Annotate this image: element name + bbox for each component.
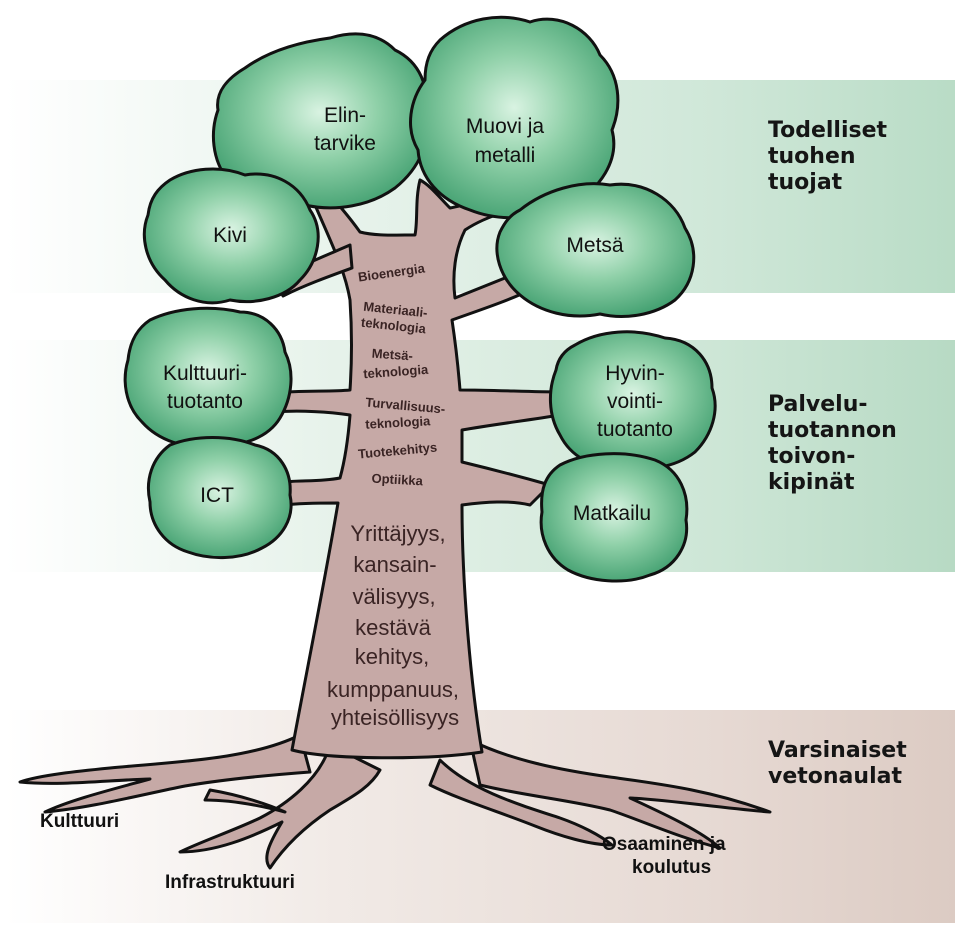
trunk-line-5: kehitys, — [355, 644, 430, 669]
crown-label-kivi: Kivi — [213, 224, 247, 247]
crown-kivi: Kivi — [142, 167, 320, 305]
crown-elintarvike: Elin- tarvike — [211, 32, 429, 210]
crown-metsa: Metsä — [495, 182, 696, 318]
trunk-line-7: yhteisöllisyys — [331, 705, 459, 730]
crown-ict: ICT — [146, 436, 293, 560]
label-turvallisuus-2: teknologia — [365, 413, 431, 431]
crown-label-ict: ICT — [200, 484, 234, 507]
root-label-infrastruktuuri: Infrastruktuuri — [165, 872, 295, 893]
band-label-middle: Palvelu- tuotannon toivon- kipinät — [768, 392, 897, 495]
label-optiikka: Optiikka — [371, 471, 424, 489]
trunk-labels: Bioenergia Materiaali- teknologia Metsä-… — [357, 260, 446, 488]
crown-label-kulttuuri: Kulttuuri- — [163, 362, 247, 385]
crown-matkailu: Matkailu — [539, 452, 689, 583]
crown-label-elintarvike-2: tarvike — [314, 132, 376, 155]
trunk-line-2: kansain- — [353, 552, 436, 577]
crown-label-muovi-2: metalli — [475, 144, 536, 167]
root-labels: Kulttuuri Infrastruktuuri Osaaminen ja k… — [40, 811, 726, 893]
crowns: Elin- tarvike Muovi ja metalli Kivi Mets… — [123, 15, 717, 583]
trunk-line-1: Yrittäjyys, — [350, 521, 445, 546]
crown-label-elintarvike: Elin- — [324, 104, 366, 127]
root-label-osaaminen: Osaaminen ja — [602, 834, 726, 855]
band-label-bottom: Varsinaiset vetonaulat — [768, 738, 907, 789]
trunk-main-text: Yrittäjyys, kansain- välisyys, kestävä k… — [327, 521, 459, 730]
label-materiaali: Materiaali- — [363, 299, 429, 321]
band-label-top: Todelliset tuohen tuojat — [768, 118, 888, 195]
root-label-osaaminen-2: koulutus — [632, 857, 711, 878]
label-tuotekehitys: Tuotekehitys — [357, 440, 437, 462]
trunk-line-3: välisyys, — [352, 584, 435, 609]
root-label-kulttuuri: Kulttuuri — [40, 811, 119, 832]
label-metsa-tek-2: teknologia — [363, 362, 430, 382]
crown-label-matkailu: Matkailu — [573, 502, 651, 525]
crown-label-hyvinvointi-2: vointi- — [607, 390, 663, 413]
crown-label-muovi: Muovi ja — [466, 115, 545, 138]
trunk-line-6: kumppanuus, — [327, 677, 459, 702]
crown-label-metsa: Metsä — [566, 234, 624, 257]
crown-hyvinvointi: Hyvin- vointi- tuotanto — [548, 330, 717, 471]
label-materiaali-2: teknologia — [360, 315, 427, 337]
label-metsa-tek: Metsä- — [371, 346, 413, 364]
crown-label-kulttuuri-2: tuotanto — [167, 390, 243, 413]
crown-label-hyvinvointi: Hyvin- — [605, 362, 665, 385]
roots — [18, 733, 772, 870]
trunk-line-4: kestävä — [355, 615, 432, 640]
label-turvallisuus: Turvallisuus- — [365, 395, 446, 417]
crown-label-hyvinvointi-3: tuotanto — [597, 418, 673, 441]
crown-kulttuuri: Kulttuuri- tuotanto — [123, 306, 293, 448]
